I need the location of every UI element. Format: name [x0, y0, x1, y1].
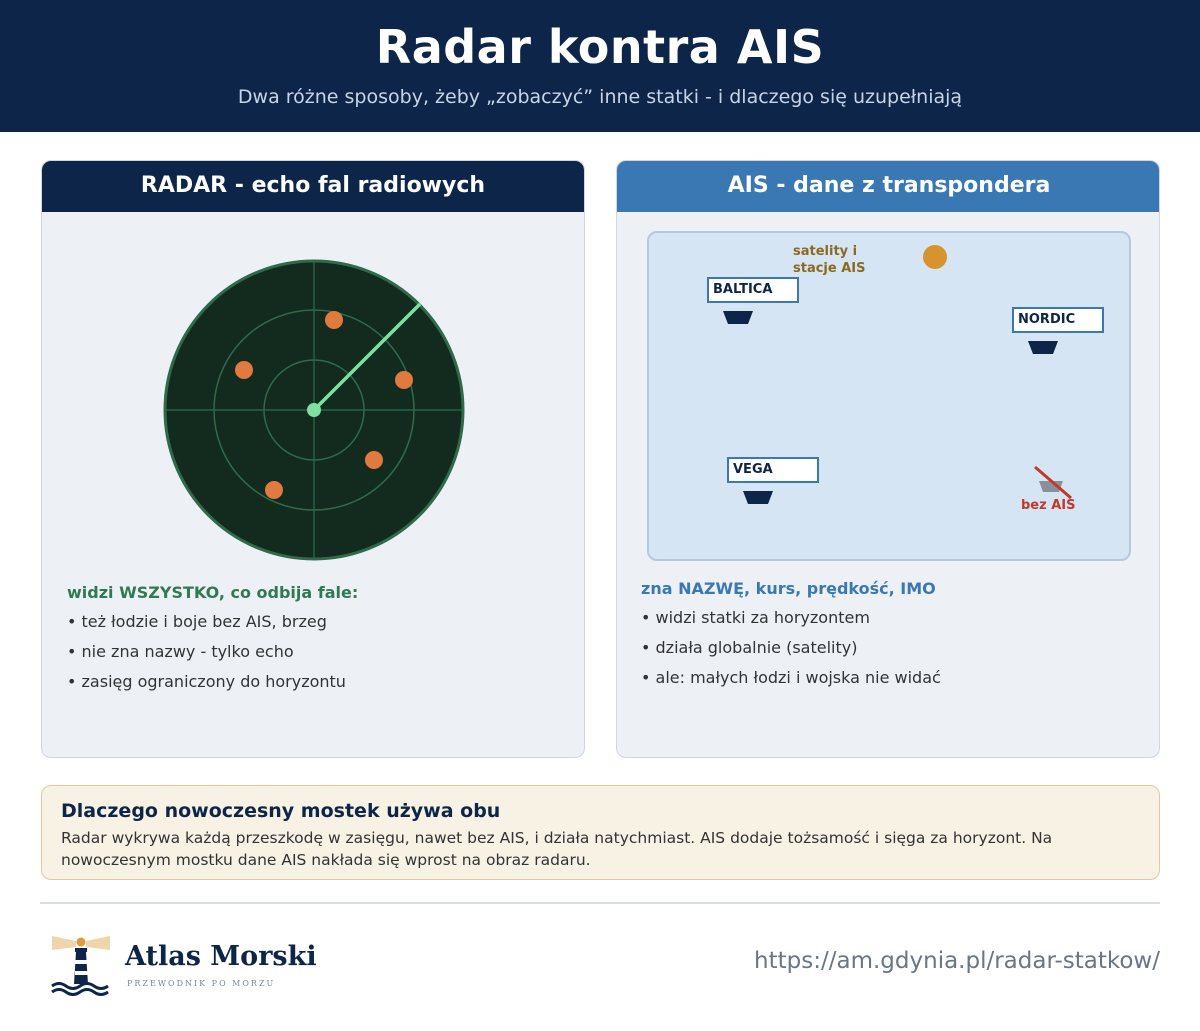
- ship-hull-icon: [1028, 341, 1058, 354]
- ship-hull-icon: [743, 491, 773, 504]
- lighthouse-logo-icon: [51, 936, 110, 996]
- ship-hull-icon: [723, 311, 753, 324]
- radar-panel: RADAR - echo fal radiowych widzi WSZYSTK…: [41, 160, 585, 758]
- list-item: • działa globalnie (satelity): [641, 638, 858, 657]
- radar-echo-dot: [395, 371, 413, 389]
- ais-list-title: zna NAZWĘ, kurs, prędkość, IMO: [641, 579, 936, 598]
- radar-scope-diagram: [163, 259, 465, 561]
- radar-echo-dot: [265, 481, 283, 499]
- ais-panel-heading: AIS - dane z transpondera: [617, 161, 1159, 212]
- list-item: • też łodzie i boje bez AIS, brzeg: [67, 612, 327, 631]
- no-ais-label: bez AIS: [1021, 498, 1076, 513]
- ship-label-vega: VEGA: [727, 457, 819, 483]
- brand-name: Atlas Morski: [125, 941, 317, 972]
- list-item: • zasięg ograniczony do horyzontu: [67, 672, 346, 691]
- ais-bullet-list: • widzi statki za horyzontem • działa gl…: [641, 607, 941, 697]
- no-ais-ship-crossed-icon: [1034, 465, 1072, 500]
- page-subtitle: Dwa różne sposoby, żeby „zobaczyć” inne …: [237, 86, 963, 108]
- ship-label-nordic: NORDIC: [1012, 307, 1104, 333]
- radar-sweep-line: [312, 303, 421, 412]
- page-title: Radar kontra AIS: [375, 20, 825, 74]
- ais-map-diagram: satelity i stacje AIS BALTICA NORDIC VEG…: [647, 231, 1131, 561]
- radar-panel-heading: RADAR - echo fal radiowych: [42, 161, 584, 212]
- radar-echo-dot: [235, 361, 253, 379]
- brand-tagline: PRZEWODNIK PO MORZU: [127, 979, 276, 988]
- radar-heading-text: RADAR - echo fal radiowych: [140, 173, 486, 198]
- ship-label-baltica: BALTICA: [707, 277, 799, 303]
- ais-heading-text: AIS - dane z transpondera: [727, 173, 1051, 198]
- explanation-title: Dlaczego nowoczesny mostek używa obu: [61, 800, 501, 822]
- header-banner: Radar kontra AIS Dwa różne sposoby, żeby…: [0, 0, 1200, 132]
- satellite-label-line: stacje AIS: [793, 261, 866, 276]
- ais-panel: AIS - dane z transpondera satelity i sta…: [616, 160, 1160, 758]
- list-item: • nie zna nazwy - tylko echo: [67, 642, 294, 661]
- radar-echo-dot: [365, 451, 383, 469]
- satellite-label-line: satelity i: [793, 244, 858, 259]
- radar-list-title: widzi WSZYSTKO, co odbija fale:: [67, 583, 359, 602]
- radar-echo-dot: [325, 311, 343, 329]
- radar-bullet-list: • też łodzie i boje bez AIS, brzeg • nie…: [67, 611, 346, 701]
- explanation-box: Dlaczego nowoczesny mostek używa obu Rad…: [41, 785, 1160, 880]
- satellite-label: satelity i stacje AIS: [793, 243, 866, 277]
- radar-center-own-ship: [307, 403, 321, 417]
- explanation-text: Radar wykrywa każdą przeszkodę w zasięgu…: [61, 829, 1053, 869]
- satellite-icon: [923, 245, 947, 269]
- list-item: • widzi statki za horyzontem: [641, 608, 870, 627]
- footer-divider: [40, 902, 1160, 904]
- list-item: • ale: małych łodzi i wojska nie widać: [641, 668, 941, 687]
- source-url-link[interactable]: https://am.gdynia.pl/radar-statkow/: [754, 948, 1160, 974]
